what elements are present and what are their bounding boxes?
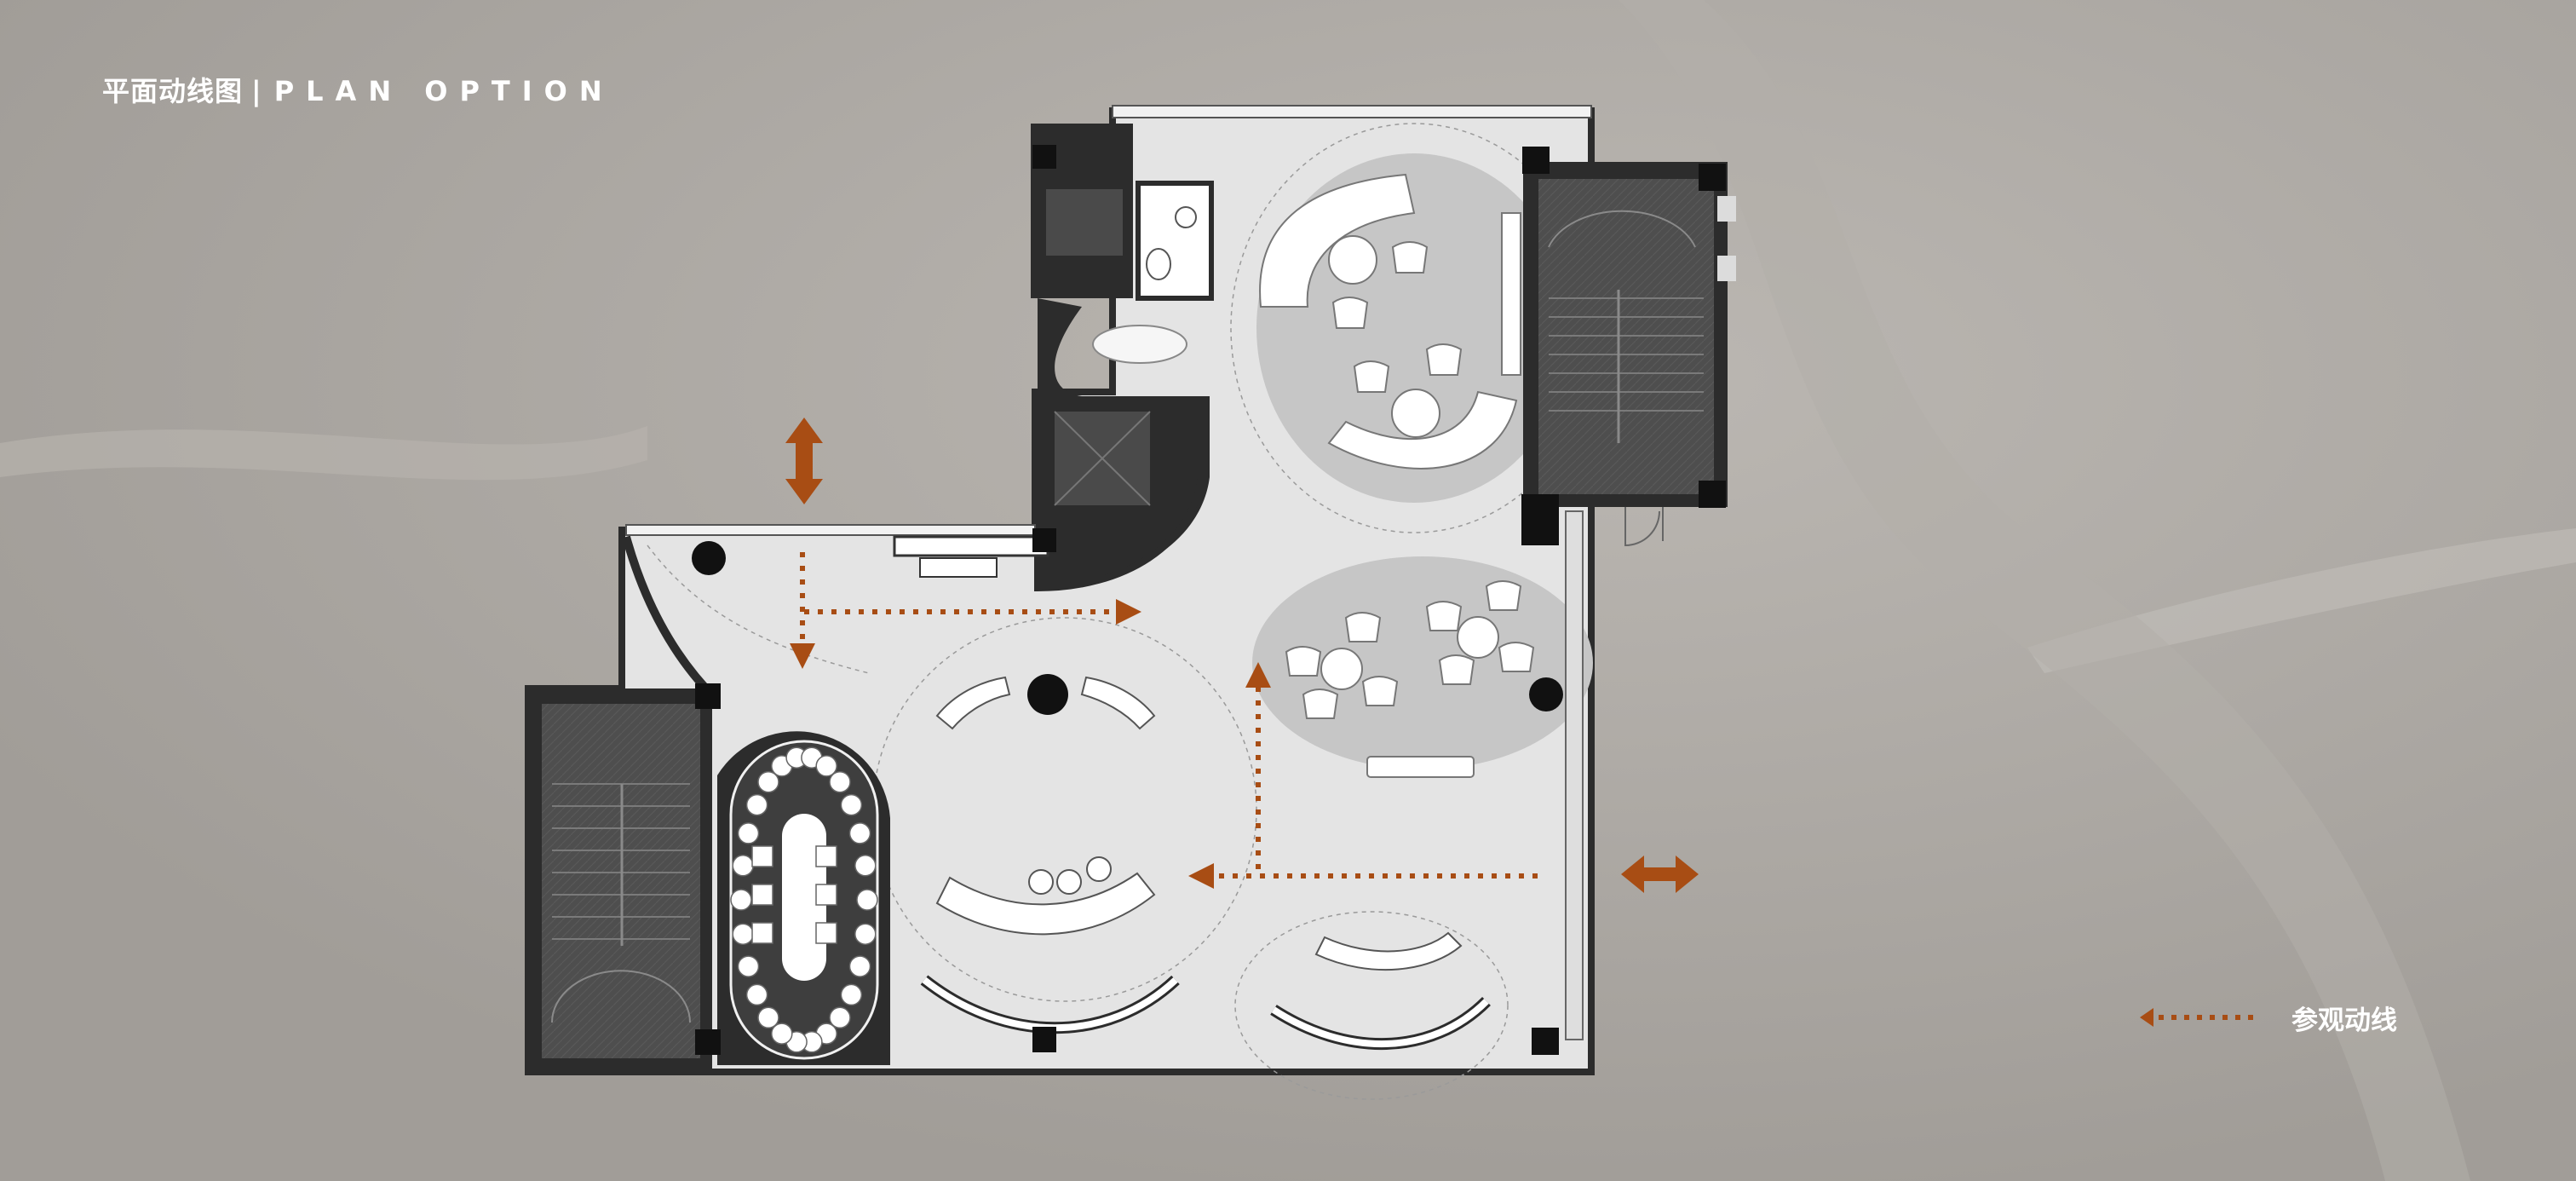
- meeting-chair: [732, 855, 754, 877]
- meeting-chair: [829, 1006, 851, 1029]
- meeting-chair: [840, 983, 863, 1006]
- meeting-chair: [745, 983, 768, 1006]
- exhibition-furniture: [920, 674, 1491, 1050]
- meeting-chair: [757, 770, 779, 793]
- meeting-chair: [757, 1006, 779, 1029]
- right-stair-core: [1523, 162, 1736, 541]
- meeting-chair: [745, 793, 768, 816]
- meeting-chair: [840, 793, 863, 816]
- display-plinth: [919, 557, 998, 578]
- lounge-furniture: [1259, 173, 1521, 470]
- meeting-chair: [854, 855, 877, 877]
- meeting-chair: [771, 1023, 793, 1045]
- window-right: [1565, 510, 1584, 1040]
- page-title: 平面动线图| PLAN OPTION: [102, 70, 614, 109]
- title-english: PLAN OPTION: [273, 75, 614, 107]
- meeting-chair: [815, 755, 837, 777]
- dining-furniture: [1285, 580, 1535, 778]
- meeting-chair: [730, 889, 752, 911]
- meeting-chair: [732, 923, 754, 945]
- left-stair-core: [528, 688, 712, 1072]
- meeting-chair: [856, 889, 878, 911]
- column: [695, 683, 721, 709]
- table-seat: [815, 922, 837, 944]
- meeting-chairs: [730, 746, 878, 1053]
- display-shelf: [893, 535, 1049, 557]
- meeting-chair: [848, 822, 871, 844]
- legend: 参观动线: [2136, 997, 2397, 1038]
- meeting-table: [782, 814, 826, 981]
- table-seat: [815, 884, 837, 906]
- structural-columns: [692, 145, 1726, 1055]
- legend-label: 参观动线: [2291, 1005, 2397, 1036]
- table-seat: [751, 922, 773, 944]
- visitor-flow-paths: [790, 552, 1538, 889]
- table-seat: [751, 884, 773, 906]
- legend-flow-line: [2140, 1008, 2259, 1027]
- elevator-core: [1034, 396, 1210, 592]
- meeting-chair: [737, 822, 760, 844]
- window-left: [625, 524, 1036, 536]
- meeting-chair: [829, 770, 851, 793]
- meeting-chair: [848, 955, 871, 977]
- entrance-arrow-top: [785, 418, 823, 504]
- entrance-doors: [1582, 510, 1660, 929]
- title-separator: |: [251, 75, 262, 107]
- table-seat: [751, 845, 773, 867]
- title-chinese: 平面动线图: [102, 75, 244, 107]
- table-seat: [815, 845, 837, 867]
- window-top: [1112, 105, 1592, 118]
- meeting-chair: [737, 955, 760, 977]
- meeting-chair: [854, 923, 877, 945]
- service-core: [1031, 124, 1214, 396]
- entrance-arrow-right: [1621, 856, 1699, 893]
- reception-desk: [1092, 325, 1187, 364]
